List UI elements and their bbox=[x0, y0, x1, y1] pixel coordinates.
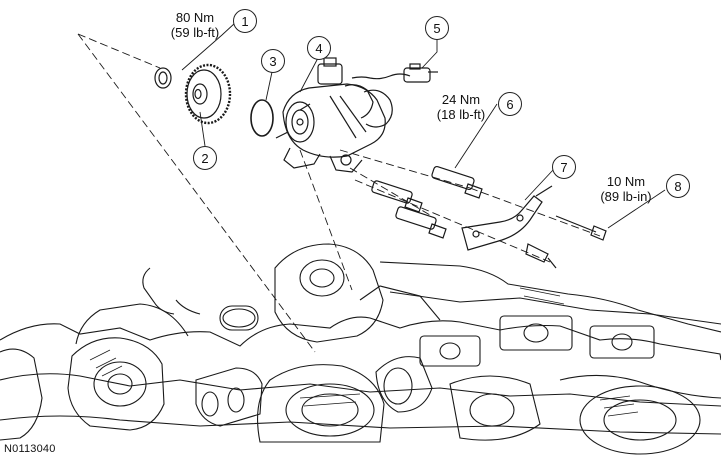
assembly-guide-lines bbox=[77, 33, 601, 353]
callout-3: 3 bbox=[261, 49, 285, 73]
torque-imperial-8: (89 lb-in) bbox=[600, 189, 652, 204]
callout-7: 7 bbox=[552, 155, 576, 179]
callout-1: 1 bbox=[233, 9, 257, 33]
callout-6: 6 bbox=[498, 92, 522, 116]
seal-part bbox=[154, 67, 172, 89]
figure-id: N0113040 bbox=[4, 443, 56, 455]
small-bolt-part bbox=[555, 215, 607, 241]
bracket-part bbox=[461, 185, 557, 269]
callout-8: 8 bbox=[666, 174, 690, 198]
torque-nm-1: 80 Nm bbox=[175, 10, 215, 25]
torque-label-6: 24 Nm (18 lb-ft) bbox=[426, 92, 496, 122]
callout-2: 2 bbox=[193, 146, 217, 170]
gear-part bbox=[184, 63, 232, 125]
torque-label-1: 80 Nm (59 lb-ft) bbox=[160, 10, 230, 40]
o-ring-part bbox=[250, 99, 274, 137]
callout-5: 5 bbox=[425, 16, 449, 40]
connector-part bbox=[351, 63, 438, 83]
torque-imperial-6: (18 lb-ft) bbox=[436, 107, 486, 122]
engine-shading bbox=[89, 287, 639, 417]
fuel-pump-part bbox=[275, 57, 393, 173]
bolt-parts bbox=[371, 165, 483, 239]
torque-nm-6: 24 Nm bbox=[441, 92, 481, 107]
torque-label-8: 10 Nm (89 lb-in) bbox=[591, 174, 661, 204]
torque-nm-8: 10 Nm bbox=[606, 174, 646, 189]
callout-leaders bbox=[181, 22, 666, 229]
engine-assembly bbox=[0, 243, 721, 455]
callout-4: 4 bbox=[307, 36, 331, 60]
torque-imperial-1: (59 lb-ft) bbox=[170, 25, 220, 40]
